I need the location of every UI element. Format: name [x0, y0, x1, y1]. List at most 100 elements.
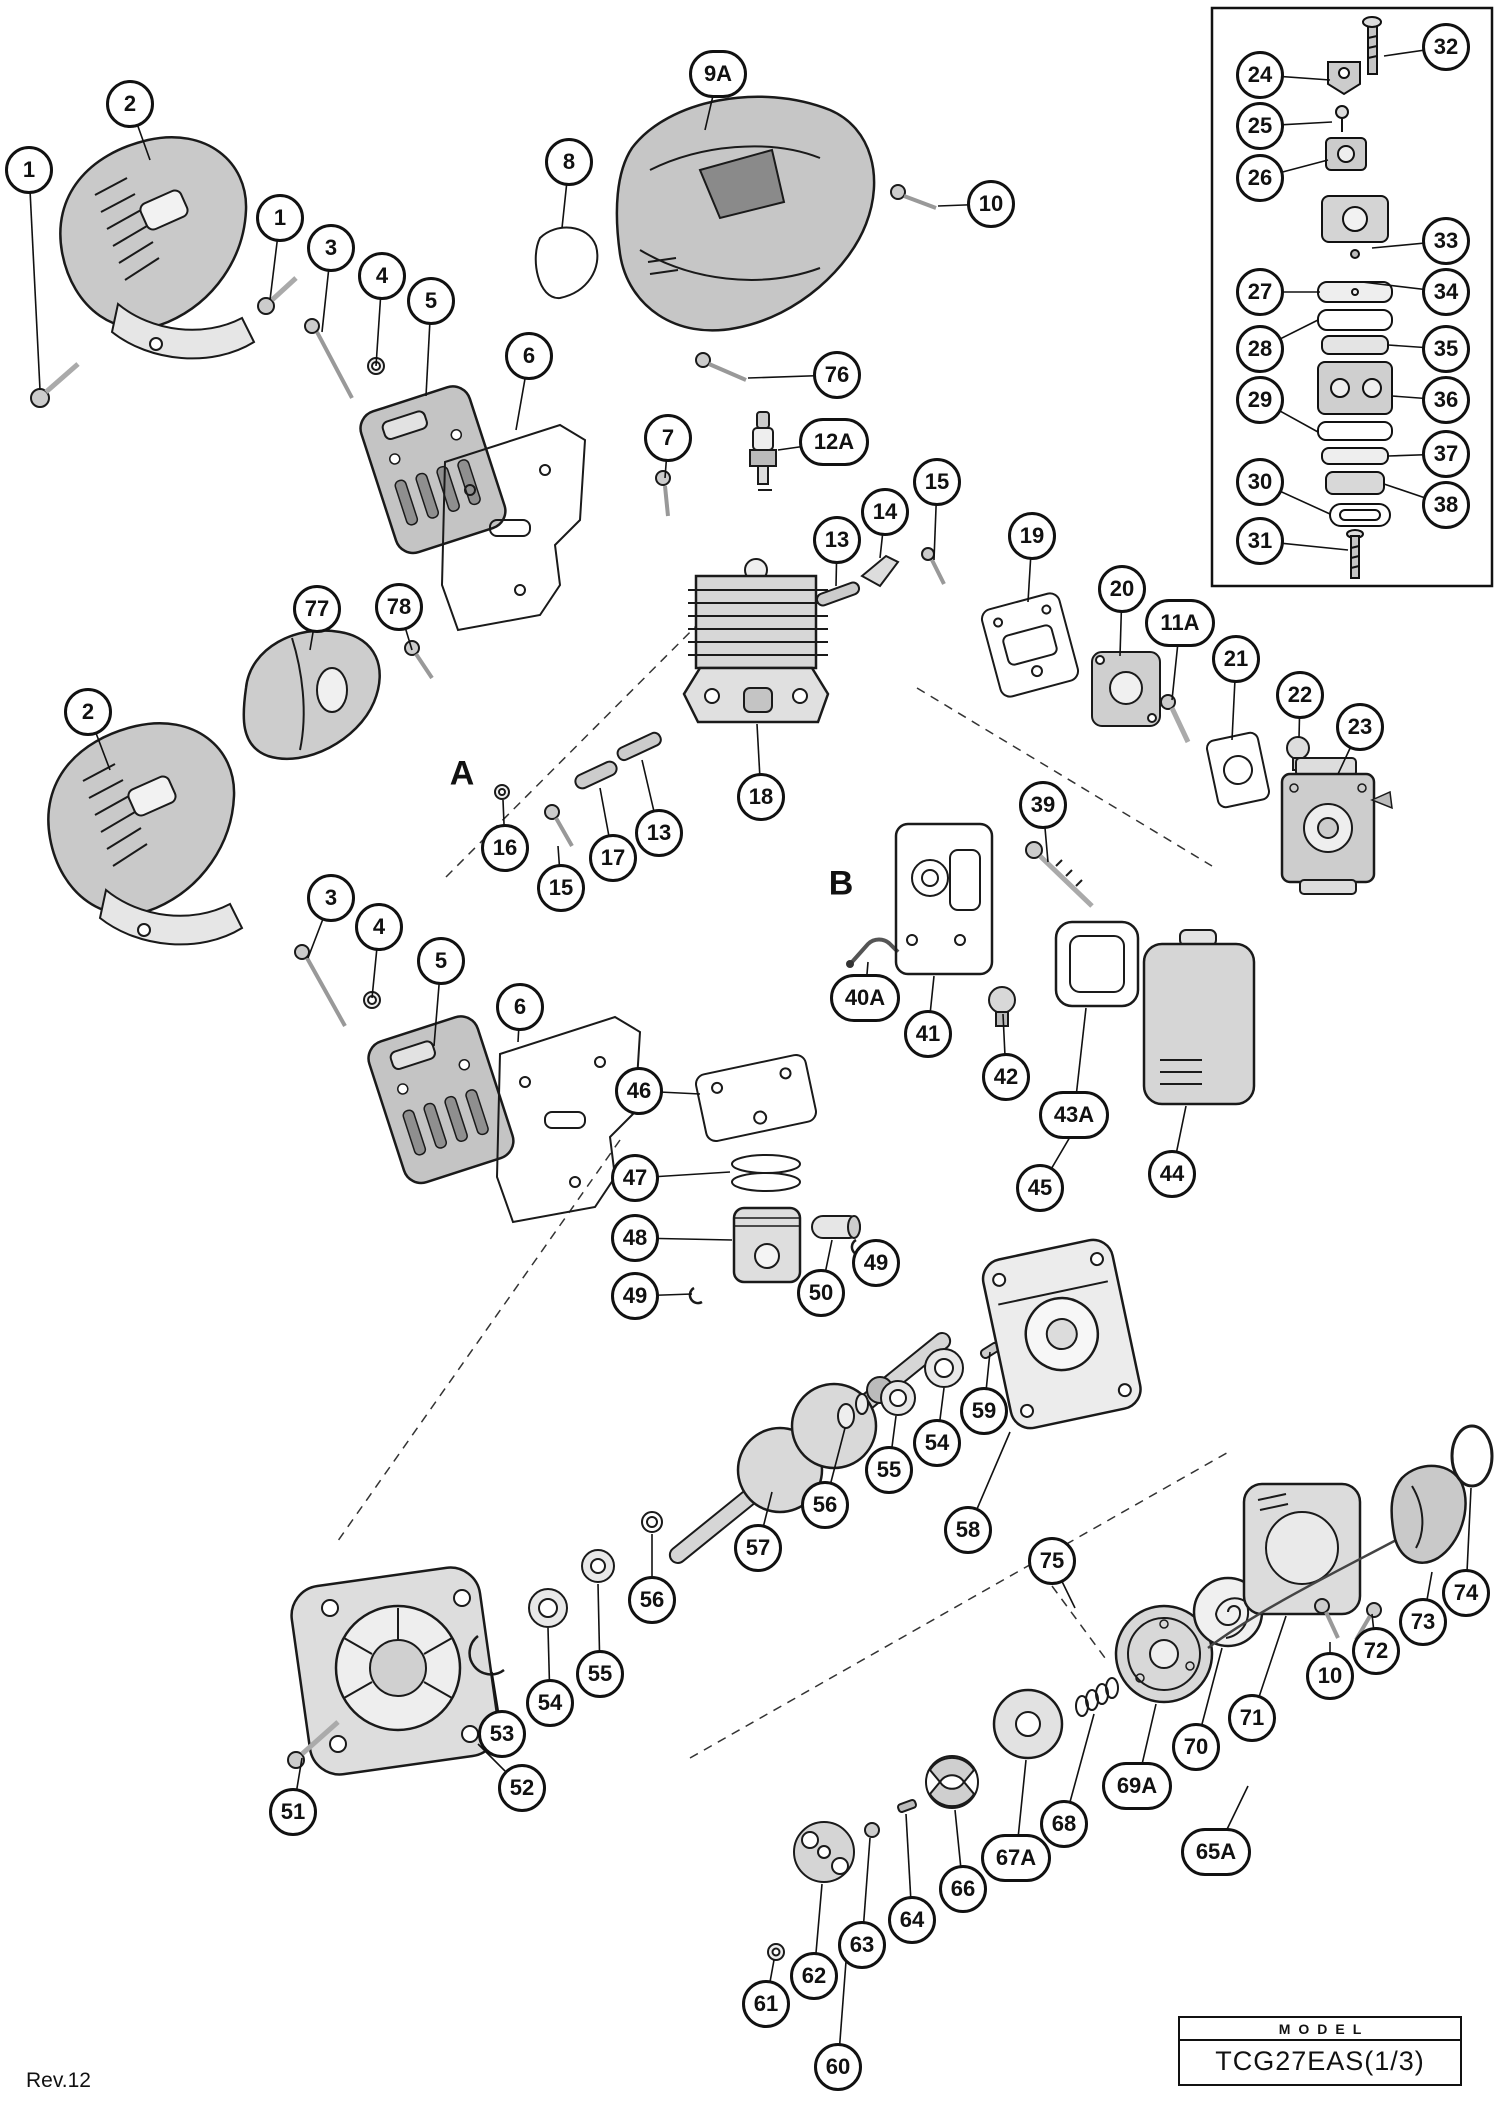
part-balloon-30[interactable]: 30 — [1236, 458, 1284, 506]
part-balloon-44[interactable]: 44 — [1148, 1150, 1196, 1198]
part-balloon-2[interactable]: 2 — [64, 688, 112, 736]
part-balloon-56[interactable]: 56 — [801, 1481, 849, 1529]
part-balloon-45[interactable]: 45 — [1016, 1164, 1064, 1212]
bracket-17-drawing — [574, 760, 618, 790]
part-balloon-54[interactable]: 54 — [913, 1419, 961, 1467]
part-balloon-69A[interactable]: 69A — [1102, 1762, 1172, 1810]
part-balloon-33[interactable]: 33 — [1422, 217, 1470, 265]
crankcase-flange-52-drawing — [290, 1566, 500, 1776]
part-balloon-20[interactable]: 20 — [1098, 565, 1146, 613]
part-balloon-42[interactable]: 42 — [982, 1053, 1030, 1101]
part-balloon-67A[interactable]: 67A — [981, 1834, 1051, 1882]
part-balloon-11A[interactable]: 11A — [1145, 599, 1215, 647]
part-balloon-63[interactable]: 63 — [838, 1921, 886, 1969]
part-balloon-7[interactable]: 7 — [644, 414, 692, 462]
part-balloon-4[interactable]: 4 — [355, 903, 403, 951]
part-balloon-1[interactable]: 1 — [256, 194, 304, 242]
part-balloon-48[interactable]: 48 — [611, 1214, 659, 1262]
part-balloon-22[interactable]: 22 — [1276, 671, 1324, 719]
part-balloon-62[interactable]: 62 — [790, 1952, 838, 2000]
part-balloon-14[interactable]: 14 — [861, 488, 909, 536]
part-balloon-15[interactable]: 15 — [913, 458, 961, 506]
part-balloon-35[interactable]: 35 — [1422, 325, 1470, 373]
part-balloon-10[interactable]: 10 — [967, 180, 1015, 228]
part-balloon-13[interactable]: 13 — [635, 809, 683, 857]
part-balloon-51[interactable]: 51 — [269, 1788, 317, 1836]
part-balloon-3[interactable]: 3 — [307, 224, 355, 272]
part-balloon-26[interactable]: 26 — [1236, 154, 1284, 202]
part-balloon-49[interactable]: 49 — [852, 1239, 900, 1287]
part-balloon-57[interactable]: 57 — [734, 1524, 782, 1572]
part-balloon-71[interactable]: 71 — [1228, 1694, 1276, 1742]
part-balloon-6[interactable]: 6 — [496, 983, 544, 1031]
part-balloon-52[interactable]: 52 — [498, 1764, 546, 1812]
part-balloon-65A[interactable]: 65A — [1181, 1828, 1251, 1876]
part-balloon-18[interactable]: 18 — [737, 773, 785, 821]
part-balloon-55[interactable]: 55 — [865, 1446, 913, 1494]
part-balloon-73[interactable]: 73 — [1399, 1598, 1447, 1646]
part-balloon-77[interactable]: 77 — [293, 585, 341, 633]
part-balloon-75[interactable]: 75 — [1028, 1537, 1076, 1585]
part-balloon-9A[interactable]: 9A — [689, 50, 747, 98]
part-balloon-37[interactable]: 37 — [1422, 430, 1470, 478]
part-balloon-19[interactable]: 19 — [1008, 512, 1056, 560]
part-balloon-59[interactable]: 59 — [960, 1387, 1008, 1435]
part-balloon-5[interactable]: 5 — [407, 277, 455, 325]
part-balloon-60[interactable]: 60 — [814, 2043, 862, 2091]
top-cover-drawing — [615, 95, 876, 332]
part-balloon-64[interactable]: 64 — [888, 1896, 936, 1944]
part-balloon-10[interactable]: 10 — [1306, 1652, 1354, 1700]
part-balloon-36[interactable]: 36 — [1422, 376, 1470, 424]
part-balloon-74[interactable]: 74 — [1442, 1569, 1490, 1617]
part-balloon-41[interactable]: 41 — [904, 1010, 952, 1058]
part-balloon-16[interactable]: 16 — [481, 824, 529, 872]
part-balloon-76[interactable]: 76 — [813, 351, 861, 399]
part-balloon-68[interactable]: 68 — [1040, 1800, 1088, 1848]
part-balloon-5[interactable]: 5 — [417, 937, 465, 985]
part-balloon-39[interactable]: 39 — [1019, 781, 1067, 829]
part-balloon-27[interactable]: 27 — [1236, 268, 1284, 316]
part-balloon-46[interactable]: 46 — [615, 1067, 663, 1115]
model-box-header: MODEL — [1180, 2018, 1460, 2041]
part-balloon-3[interactable]: 3 — [307, 874, 355, 922]
part-balloon-53[interactable]: 53 — [478, 1710, 526, 1758]
part-balloon-55[interactable]: 55 — [576, 1650, 624, 1698]
part-balloon-1[interactable]: 1 — [5, 146, 53, 194]
part-balloon-43A[interactable]: 43A — [1039, 1091, 1109, 1139]
part-balloon-4[interactable]: 4 — [358, 252, 406, 300]
part-balloon-12A[interactable]: 12A — [799, 418, 869, 466]
part-balloon-25[interactable]: 25 — [1236, 102, 1284, 150]
part-balloon-2[interactable]: 2 — [106, 80, 154, 128]
screw-15b-drawing — [544, 804, 574, 847]
part-balloon-49[interactable]: 49 — [611, 1272, 659, 1320]
leader-line-1 — [28, 169, 41, 391]
part-balloon-24[interactable]: 24 — [1236, 51, 1284, 99]
part-balloon-17[interactable]: 17 — [589, 834, 637, 882]
part-balloon-6[interactable]: 6 — [505, 332, 553, 380]
part-balloon-28[interactable]: 28 — [1236, 325, 1284, 373]
part-balloon-66[interactable]: 66 — [939, 1865, 987, 1913]
part-balloon-15[interactable]: 15 — [537, 864, 585, 912]
part-balloon-50[interactable]: 50 — [797, 1269, 845, 1317]
part-balloon-56[interactable]: 56 — [628, 1576, 676, 1624]
part-balloon-13[interactable]: 13 — [813, 516, 861, 564]
part-balloon-38[interactable]: 38 — [1422, 481, 1470, 529]
part-balloon-70[interactable]: 70 — [1172, 1723, 1220, 1771]
part-balloon-40A[interactable]: 40A — [830, 974, 900, 1022]
part-balloon-34[interactable]: 34 — [1422, 268, 1470, 316]
carb-gasket-30-drawing — [1329, 503, 1391, 527]
part-balloon-21[interactable]: 21 — [1212, 635, 1260, 683]
part-balloon-47[interactable]: 47 — [611, 1154, 659, 1202]
carb-bolt-32-drawing — [1362, 16, 1382, 75]
part-balloon-31[interactable]: 31 — [1236, 517, 1284, 565]
part-balloon-61[interactable]: 61 — [742, 1980, 790, 2028]
part-balloon-58[interactable]: 58 — [944, 1506, 992, 1554]
part-balloon-23[interactable]: 23 — [1336, 703, 1384, 751]
part-balloon-54[interactable]: 54 — [526, 1679, 574, 1727]
clutch-drum-67A-drawing — [992, 1688, 1064, 1760]
part-balloon-78[interactable]: 78 — [375, 583, 423, 631]
part-balloon-8[interactable]: 8 — [545, 138, 593, 186]
part-balloon-32[interactable]: 32 — [1422, 23, 1470, 71]
part-balloon-29[interactable]: 29 — [1236, 376, 1284, 424]
part-balloon-72[interactable]: 72 — [1352, 1627, 1400, 1675]
